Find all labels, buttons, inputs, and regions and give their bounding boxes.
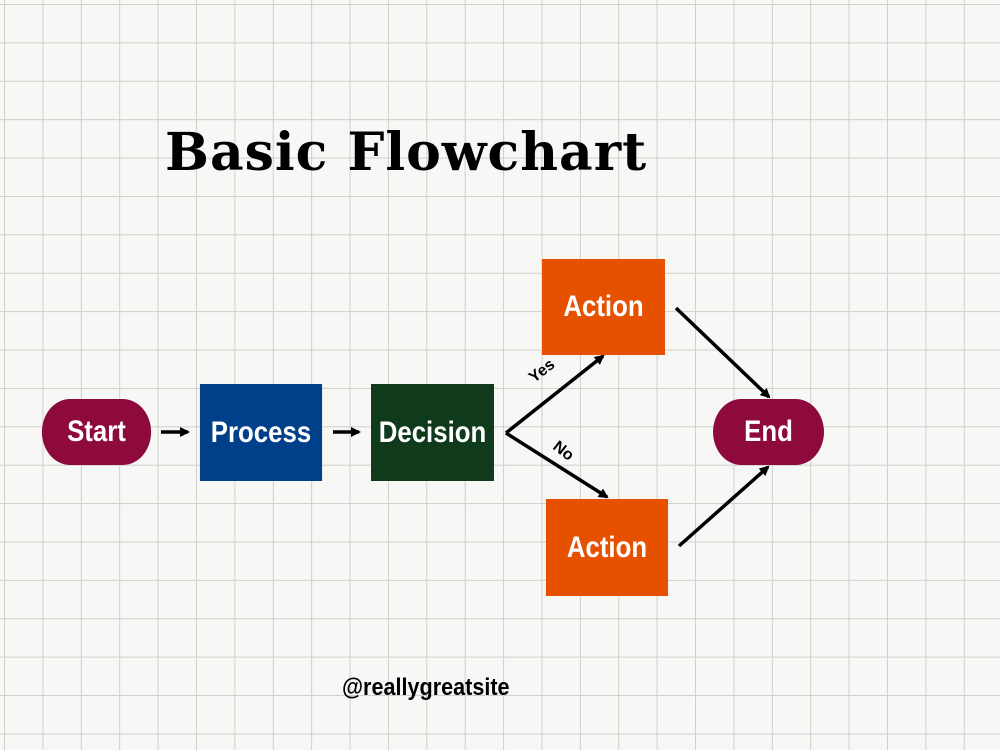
action-yes-label: Action: [563, 290, 644, 323]
arrow-action-yes-to-end: [674, 306, 771, 399]
decision-node: Decision: [371, 384, 494, 481]
footer-handle: @reallygreatsite: [342, 674, 510, 701]
decision-label: Decision: [378, 415, 487, 449]
start-label: Start: [67, 415, 126, 448]
action-no-label: Action: [566, 530, 648, 564]
arrow-action-no-to-end: [677, 465, 770, 548]
process-node: Process: [199, 384, 323, 481]
action-yes-node: Action: [542, 259, 665, 355]
arrow-decision-to-action-yes: [504, 354, 605, 435]
start-node: Start: [41, 399, 152, 465]
end-label: End: [744, 415, 793, 448]
diagram-title: Basic Flowchart: [165, 122, 648, 183]
action-no-node: Action: [545, 499, 669, 596]
arrow-decision-to-action-no: [505, 431, 609, 499]
process-label: Process: [210, 415, 312, 449]
end-node: End: [713, 399, 824, 465]
